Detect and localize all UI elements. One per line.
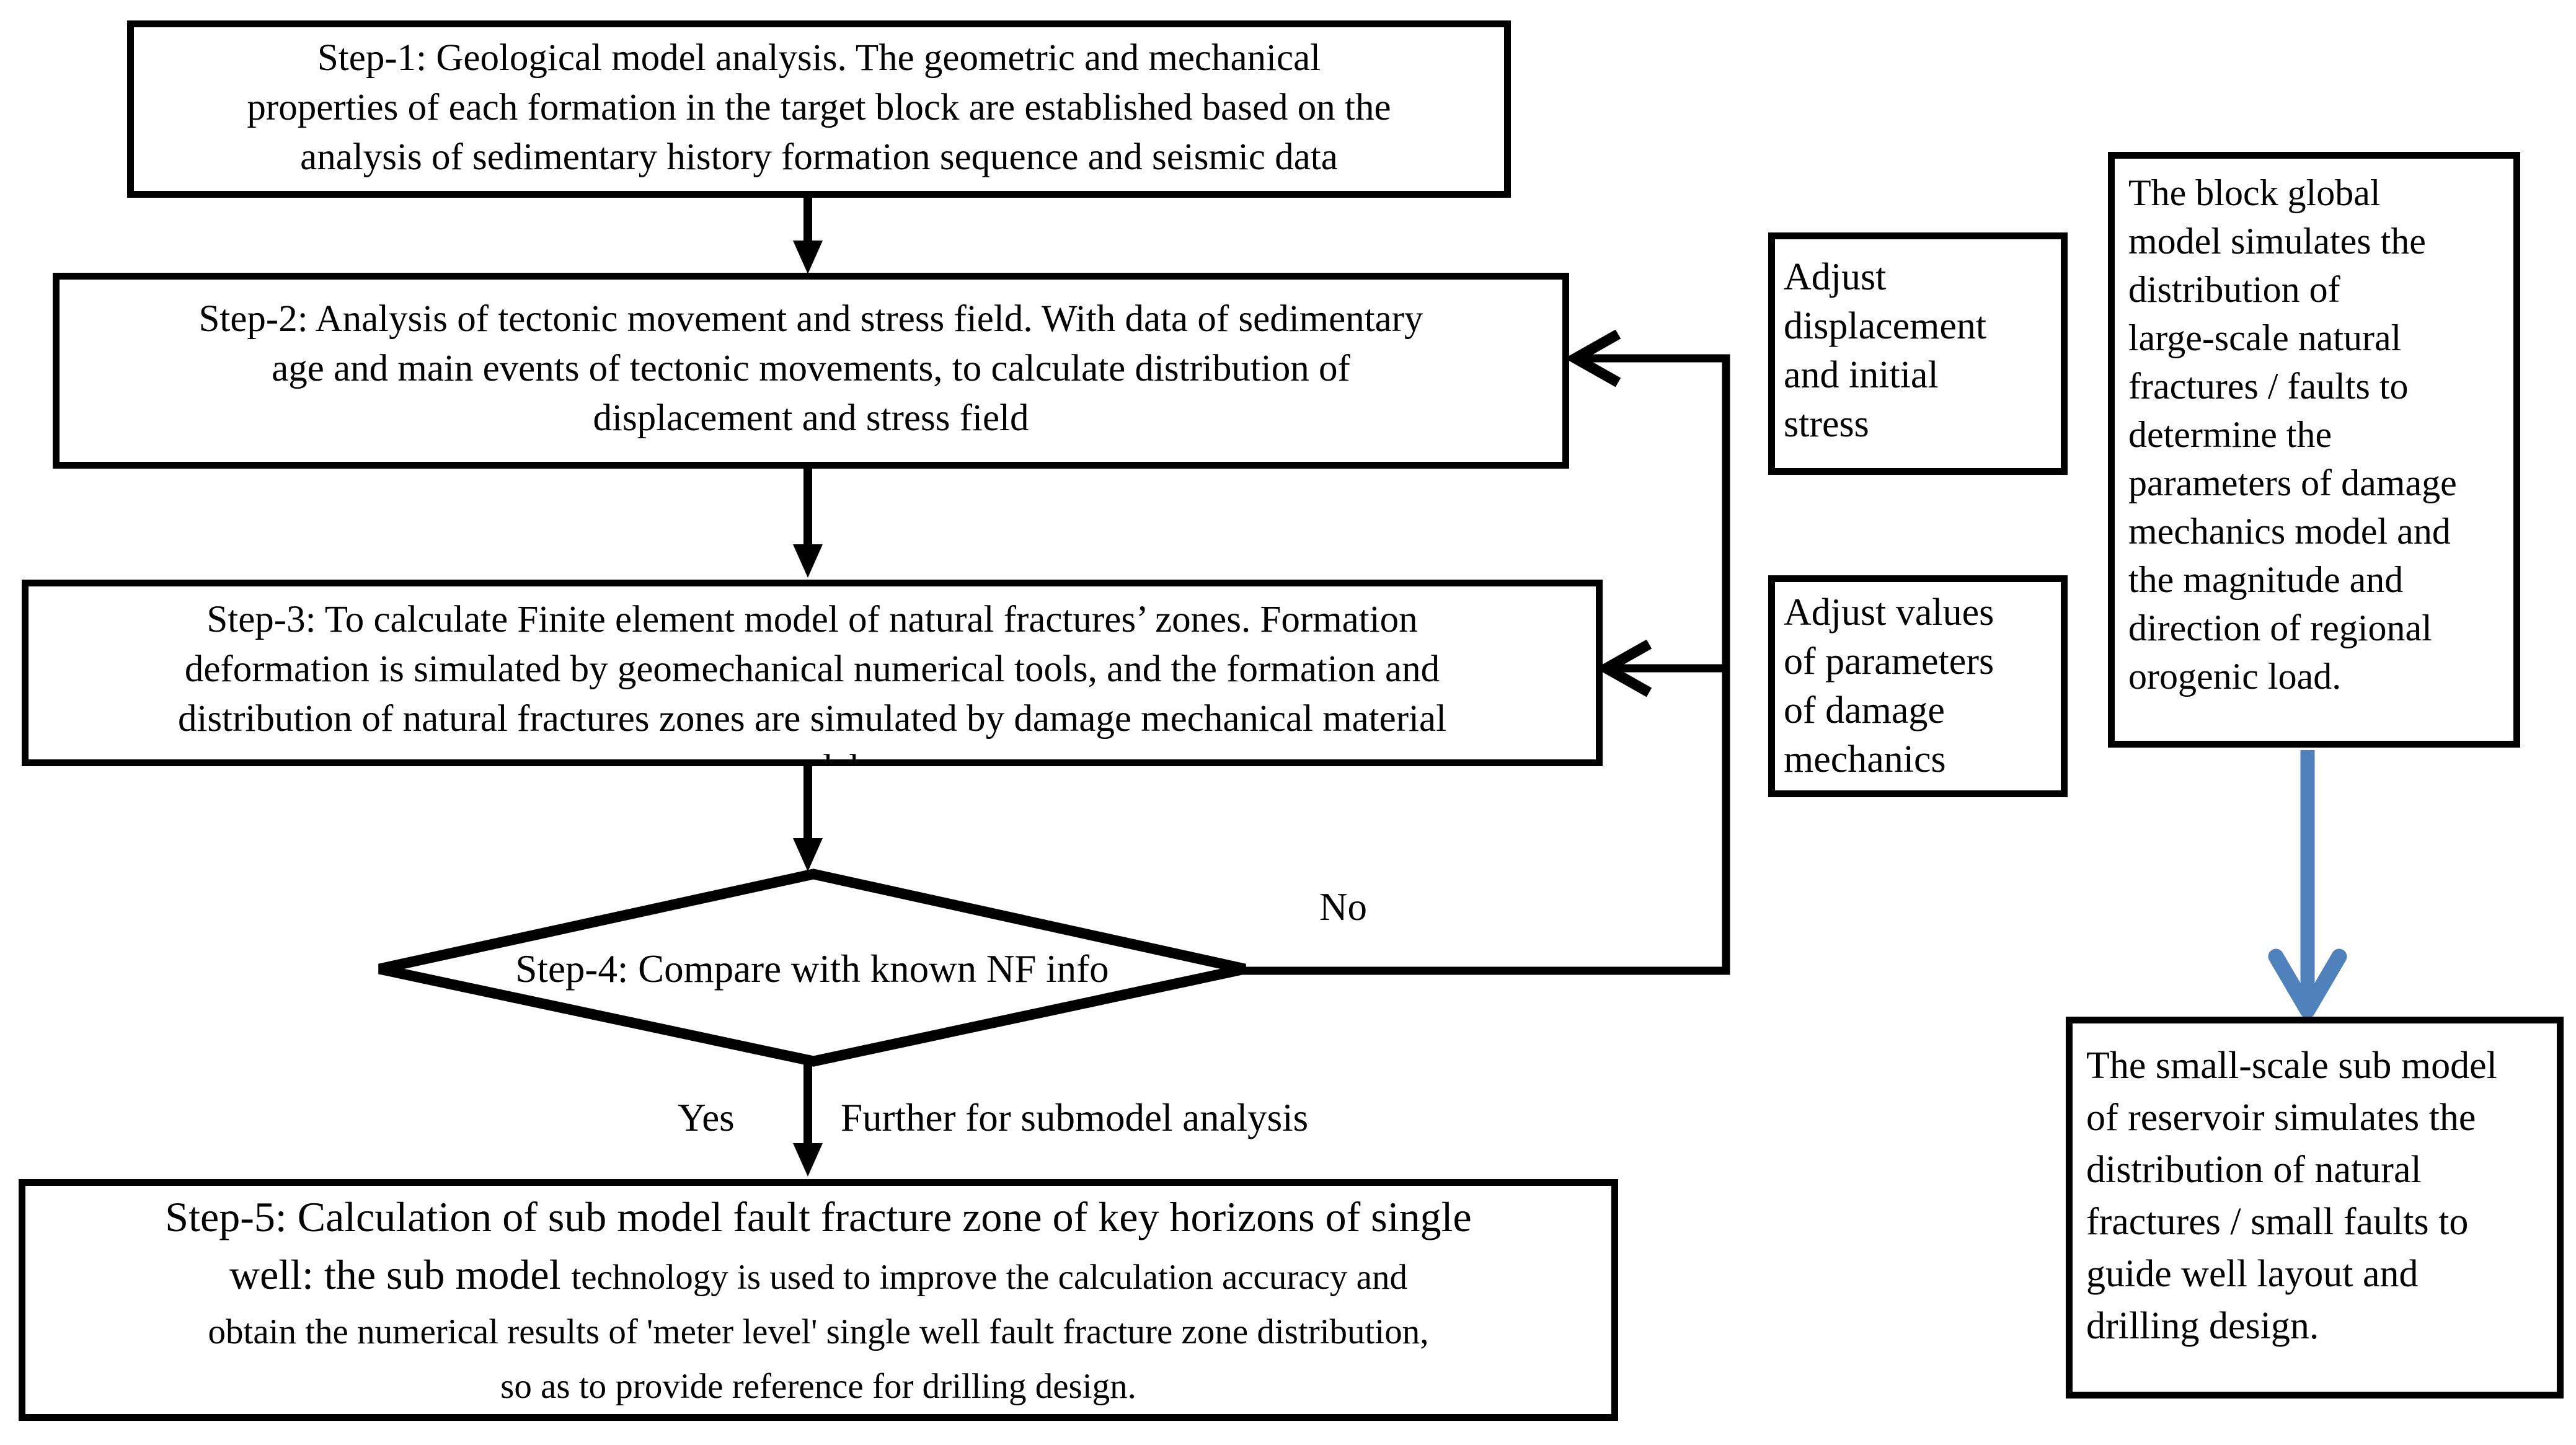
- step3-box: Step-3: To calculate Finite element mode…: [22, 580, 1603, 766]
- step5-rest-text: technology is used to improve the calcul…: [208, 1258, 1429, 1406]
- arrow-into-step2-icon: [1564, 329, 1621, 387]
- yes-branch-label: Yes: [678, 1096, 735, 1139]
- step4-diamond-label: Step-4: Compare with known NF info: [515, 947, 1109, 991]
- down-arrow-step1-step2-icon: [793, 196, 823, 274]
- further-submodel-label: Further for submodel analysis: [841, 1096, 1309, 1139]
- down-arrow-step2-step3-icon: [793, 466, 823, 578]
- down-arrow-step3-step4-icon: [793, 762, 823, 872]
- step1-box: Step-1: Geological model analysis. The g…: [127, 20, 1511, 198]
- step5-lead-text: Step-5: Calculation of sub model fault f…: [165, 1193, 1472, 1298]
- adjust-displacement-box: Adjust displacement and initial stress: [1768, 232, 2068, 475]
- adjust-parameters-box: Adjust values of parameters of damage me…: [1768, 575, 2068, 797]
- step5-box: Step-5: Calculation of sub model fault f…: [19, 1179, 1618, 1421]
- down-arrow-step4-step5-icon: [793, 1058, 823, 1177]
- blue-down-arrow-icon: [2268, 750, 2347, 1019]
- global-model-note-box: The block global model simulates the dis…: [2108, 152, 2520, 748]
- sub-model-note-box: The small-scale sub model of reservoir s…: [2066, 1017, 2564, 1399]
- no-branch-label: No: [1319, 885, 1367, 929]
- arrow-into-step3-icon: [1595, 639, 1652, 697]
- step2-box: Step-2: Analysis of tectonic movement an…: [53, 273, 1569, 469]
